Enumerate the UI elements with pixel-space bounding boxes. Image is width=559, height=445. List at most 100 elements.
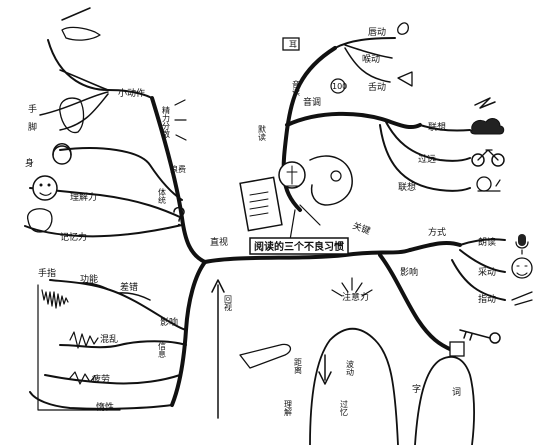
branch-chundong (344, 44, 393, 59)
branch-guoyuan (384, 119, 471, 162)
branch-lianxiang-2 (379, 124, 471, 192)
arrows-icon (174, 99, 187, 141)
label-effect: 体统 (158, 187, 167, 205)
cloud-icon (470, 118, 505, 135)
label-lianxiang-2: 联想 (398, 181, 416, 193)
reader-illustration (239, 155, 353, 241)
branch-pilao (44, 374, 181, 385)
trunk-right-top (285, 111, 422, 130)
label-yindu: 音读 (292, 79, 301, 97)
label-caidong: 采动 (478, 267, 496, 278)
arrow-down (318, 354, 332, 385)
trunk-left-lower (170, 260, 207, 407)
key-icon (459, 329, 501, 344)
label-xinxi: 信息 (158, 341, 167, 358)
label-feet: 脚 (28, 122, 37, 133)
pen-icon (61, 7, 91, 21)
question-icon (173, 206, 185, 227)
mountain-left (309, 327, 399, 445)
label-lijie: 理解 (284, 400, 293, 417)
label-langdu: 朗读 (478, 236, 496, 248)
label-modu: 默读 (258, 124, 267, 142)
trunk-down-right (378, 253, 454, 352)
face-right-icon (511, 257, 533, 279)
foot-icon (59, 97, 85, 134)
snake-icon (397, 22, 409, 35)
branch-hands (59, 69, 109, 91)
central-title: 阅读的三个不良习惯 (249, 237, 349, 255)
label-gongneng: 功能 (80, 273, 98, 285)
branch-yindu (334, 37, 396, 49)
label-body: 身 (25, 157, 34, 169)
label-chundong: 唇动 (368, 27, 386, 38)
label-duoxing: 惰性 (96, 401, 114, 413)
branch-gongneng (79, 282, 111, 291)
label-yindiao: 音调 (303, 96, 321, 108)
label-pilao: 疲劳 (92, 373, 110, 385)
label-guoyi: 过忆 (340, 399, 349, 417)
label-chacuo: 差错 (120, 281, 138, 293)
mic-icon (515, 234, 529, 255)
label-guoyuan: 过远 (418, 153, 436, 165)
label-houdong: 喉动 (362, 53, 380, 65)
label-shedong: 舌动 (368, 82, 386, 93)
label-xiaodongzuo: 小动作 (118, 87, 145, 99)
label-zhishi: 直视 (210, 236, 228, 248)
tag-speaker: 100 (332, 82, 347, 91)
branch-chacuo (117, 292, 151, 301)
lock-icon (449, 341, 465, 357)
trunk-main (203, 248, 412, 264)
wave-axis (37, 284, 121, 411)
speaker-circle (330, 78, 346, 94)
branch-fine (59, 147, 183, 201)
label-zi: 字 (412, 383, 421, 395)
label-recall: 记忆力 (60, 231, 87, 243)
label-zhuyili: 注意力 (342, 291, 369, 303)
wave-low (69, 371, 96, 385)
wave-dense (41, 289, 69, 309)
mountain-right (414, 355, 475, 445)
headphone-icon (52, 143, 72, 165)
arrow-up (211, 279, 225, 419)
wave-mid (69, 331, 99, 349)
hand-point-icon (511, 291, 533, 306)
label-ci: 词 (452, 387, 461, 398)
lightning-icon (474, 97, 496, 109)
trunk-up-right (281, 46, 337, 212)
label-hunluan: 混乱 (100, 334, 118, 345)
label-waste: 浪费 (170, 164, 186, 174)
radio-icon (282, 37, 300, 51)
label-fangshi: 方式 (428, 226, 446, 238)
label-zhidong: 指动 (478, 293, 496, 305)
branch-houdong (344, 47, 391, 83)
label-shouzhi: 手指 (38, 267, 56, 279)
face-icon (32, 175, 58, 201)
branch-recall (24, 224, 183, 238)
label-lianxiang-1: 联想 (428, 121, 446, 133)
label-juli: 距离 (294, 358, 303, 375)
tag-ear: 耳 (289, 40, 297, 49)
rays (331, 277, 373, 297)
label-memory: 理解力 (70, 191, 97, 203)
trunk-right-low (408, 240, 462, 252)
label-fine: 精力分散 (162, 105, 171, 139)
label-yingxiang-r: 影响 (400, 266, 418, 278)
label-bodong: 波动 (346, 359, 355, 377)
central-title-text: 阅读的三个不良习惯 (254, 240, 344, 253)
label-hands: 手 (28, 103, 37, 115)
megaphone-icon (397, 71, 413, 87)
trunk-left (150, 96, 207, 264)
label-huishi: 回视 (224, 295, 233, 312)
brain-icon (27, 208, 53, 233)
bicycle-icon (471, 149, 505, 167)
branch-duoxing (29, 391, 173, 410)
branch-caidong (459, 249, 506, 273)
branch-zhidong (451, 259, 506, 301)
label-guanjian: 关键 (351, 220, 372, 237)
branch-feet (39, 91, 109, 116)
label-yingxiang-l: 影响 (160, 316, 178, 328)
snail-icon (476, 176, 501, 192)
branch-langdu (459, 238, 506, 246)
